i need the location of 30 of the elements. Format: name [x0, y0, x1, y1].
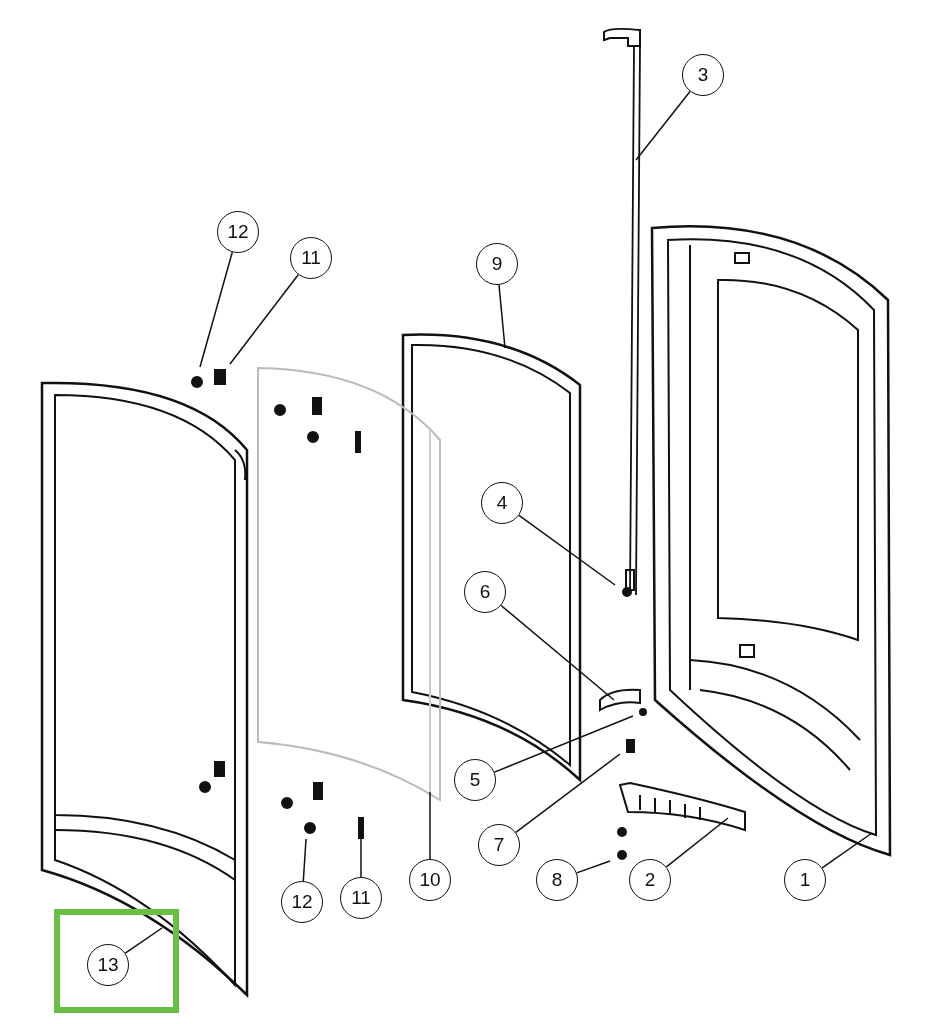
leader-line — [493, 715, 634, 773]
callout-number: 7 — [478, 824, 520, 866]
leader-line — [498, 284, 506, 349]
callout-number: 6 — [464, 571, 506, 613]
leader-line — [500, 604, 615, 701]
callout-number: 1 — [784, 859, 826, 901]
callout-number: 4 — [481, 482, 523, 524]
callout-number: 11 — [290, 237, 332, 279]
leader-line — [518, 514, 616, 586]
leader-line — [429, 791, 431, 860]
leader-line — [665, 817, 729, 868]
leader-line — [124, 927, 163, 954]
leader-line — [576, 860, 611, 874]
callout-number: 8 — [536, 859, 578, 901]
callout-number: 13 — [87, 944, 129, 986]
leader-line — [360, 831, 362, 878]
callout-number: 10 — [409, 859, 451, 901]
callout-number: 12 — [281, 881, 323, 923]
leader-line — [302, 838, 307, 882]
callout-number: 3 — [682, 54, 724, 96]
leader-line — [635, 90, 691, 161]
callout-number: 9 — [476, 243, 518, 285]
callout-number: 11 — [340, 877, 382, 919]
leader-line — [821, 832, 873, 869]
callout-number: 5 — [454, 759, 496, 801]
leader-line — [229, 273, 299, 365]
callout-number: 12 — [217, 211, 259, 253]
leader-line — [199, 251, 234, 368]
callout-number: 2 — [629, 859, 671, 901]
leader-line — [515, 753, 621, 834]
